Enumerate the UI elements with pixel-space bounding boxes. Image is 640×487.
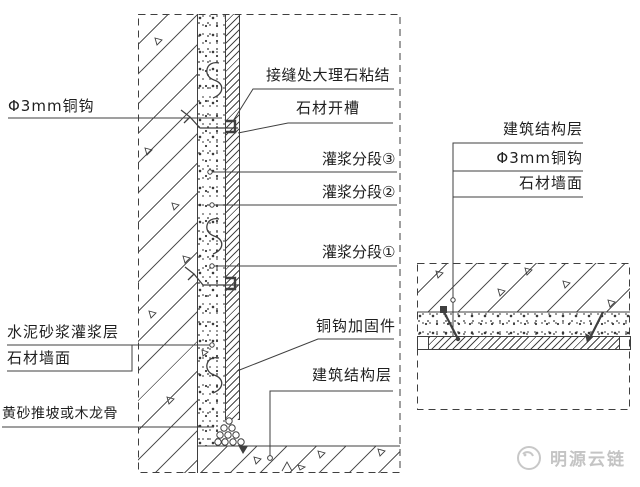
side-hook-right (588, 311, 604, 341)
side-hook-dot (455, 336, 461, 342)
s-hook-3 (206, 357, 223, 394)
leader-joint-bonding (232, 88, 394, 122)
s-hook-1 (206, 62, 223, 99)
side-hook-arrowhead (585, 333, 592, 343)
joint-clamp-1 (226, 119, 237, 134)
aggregate-triangles (144, 37, 616, 471)
watermark: 明源云链 (514, 442, 626, 472)
s-hook-2 (206, 218, 223, 255)
side-stone-end-block-right (619, 336, 631, 350)
label-cement-mortar-grout-layer: 水泥砂浆灌浆层 (7, 323, 120, 341)
slope-arrow (238, 445, 248, 454)
side-label-building-structure-layer: 建筑结构层 (502, 120, 583, 138)
joint-clamp-2 (226, 276, 237, 291)
leader-hook-fastener (236, 338, 394, 372)
sand-slope-bubbles (214, 417, 245, 446)
side-hook-left (443, 311, 459, 340)
leader-stone-surface (7, 345, 133, 372)
watermark-text: 明源云链 (550, 449, 626, 470)
label-stone-slotting: 石材开槽 (296, 99, 361, 117)
floor-break-mark (281, 461, 293, 472)
label-joint-marble-bonding: 接缝处大理石粘结 (266, 66, 391, 84)
joint-hook-wire-2 (184, 266, 238, 286)
side-label-copper-hook-3mm: Φ3mm铜钩 (496, 149, 583, 167)
leader-structure-layer (269, 390, 393, 456)
floor-slab-hatch (197, 446, 400, 473)
label-stone-wall-surface: 石材墙面 (7, 349, 72, 367)
label-building-structure-layer: 建筑结构层 (312, 366, 393, 384)
label-grout-section-3: 灌浆分段③ (322, 150, 396, 168)
leader-end-dots (207, 169, 456, 461)
label-sand-slope-or-wood-keel: 黄砂推坡或木龙骨 (2, 406, 118, 422)
side-hook-anchor (440, 306, 447, 313)
label-grout-section-2: 灌浆分段② (322, 183, 396, 201)
watermark-logo-icon (517, 446, 541, 470)
label-copper-hook-fastener: 铜钩加固件 (316, 317, 397, 335)
label-copper-hook-3mm: Φ3mm铜钩 (8, 97, 95, 115)
side-panel-dashed-border (417, 263, 630, 410)
leader-stone-slotting (237, 122, 393, 134)
side-leader-structure (452, 142, 583, 336)
label-grout-section-1: 灌浆分段① (322, 243, 396, 261)
side-label-stone-wall-surface: 石材墙面 (518, 174, 583, 192)
joint-hook-wire-1 (180, 109, 238, 129)
